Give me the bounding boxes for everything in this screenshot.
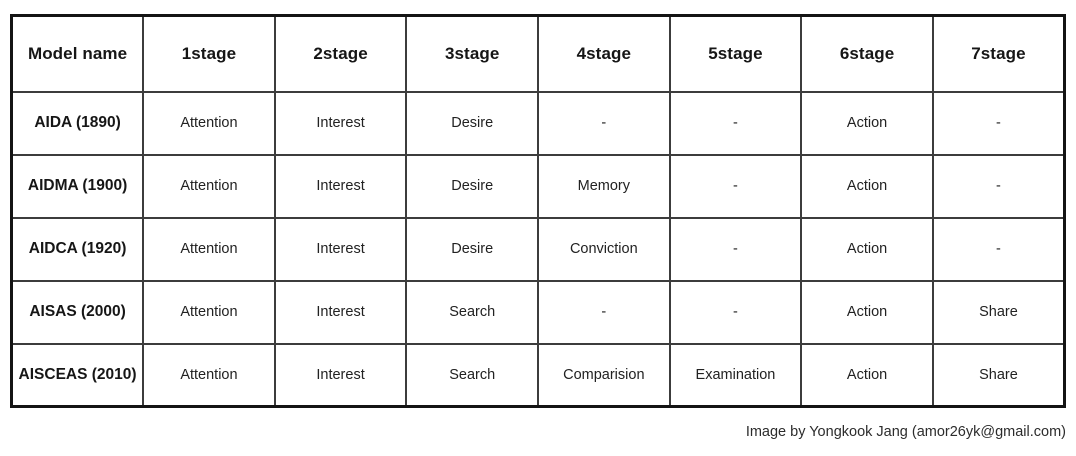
stage-cell: - (537, 279, 671, 345)
column-header-1stage: 1stage (142, 14, 276, 93)
stage-cell: Action (800, 342, 934, 408)
stage-cell: Action (800, 216, 934, 282)
stage-cell: Interest (273, 279, 408, 345)
stage-cell: Attention (142, 279, 276, 345)
stage-cell: Attention (142, 216, 276, 282)
stage-cell: Action (800, 279, 934, 345)
stage-cell: Memory (537, 153, 671, 219)
stage-cell: Desire (405, 90, 539, 156)
stage-cell: Desire (405, 216, 539, 282)
model-name-cell: AIDMA (1900) (10, 153, 145, 219)
stage-cell: - (668, 153, 803, 219)
stage-cell: Action (800, 90, 934, 156)
stage-cell: Share (931, 342, 1066, 408)
stage-cell: - (668, 216, 803, 282)
column-header-4stage: 4stage (537, 14, 671, 93)
model-name-cell: AISCEAS (2010) (10, 342, 145, 408)
stage-cell: - (537, 90, 671, 156)
stage-cell: Action (800, 153, 934, 219)
stage-cell: Attention (142, 342, 276, 408)
stage-cell: Conviction (537, 216, 671, 282)
stage-cell: - (931, 153, 1066, 219)
stage-cell: Interest (273, 216, 408, 282)
column-header-2stage: 2stage (273, 14, 408, 93)
stage-cell: Desire (405, 153, 539, 219)
stage-cell: Interest (273, 153, 408, 219)
stage-cell: Search (405, 342, 539, 408)
stage-cell: - (931, 90, 1066, 156)
stage-cell: - (931, 216, 1066, 282)
column-header-5stage: 5stage (668, 14, 803, 93)
column-header-model-name: Model name (10, 14, 145, 93)
stage-cell: Search (405, 279, 539, 345)
stage-cell: Attention (142, 153, 276, 219)
stage-cell: Interest (273, 90, 408, 156)
stage-cell: Share (931, 279, 1066, 345)
stage-cell: - (668, 90, 803, 156)
model-name-cell: AIDCA (1920) (10, 216, 145, 282)
column-header-7stage: 7stage (931, 14, 1066, 93)
image-credit: Image by Yongkook Jang (amor26yk@gmail.c… (745, 424, 1066, 440)
column-header-6stage: 6stage (800, 14, 934, 93)
stage-cell: Comparision (537, 342, 671, 408)
stage-cell: Attention (142, 90, 276, 156)
stage-cell: Examination (668, 342, 803, 408)
stage-cell: Interest (273, 342, 408, 408)
model-name-cell: AISAS (2000) (10, 279, 145, 345)
stage-cell: - (668, 279, 803, 345)
column-header-3stage: 3stage (405, 14, 539, 93)
model-name-cell: AIDA (1890) (10, 90, 145, 156)
